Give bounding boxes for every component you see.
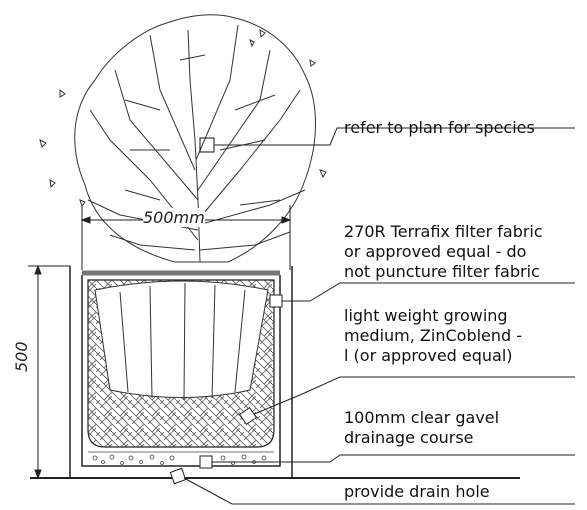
gravel-drainage xyxy=(88,451,274,465)
callout-filter-fabric: 270R Terrafix filter fabric or approved … xyxy=(344,222,543,282)
callout-leaders xyxy=(169,127,575,505)
callout-drain-hole: provide drain hole xyxy=(344,482,490,502)
tree-canopy xyxy=(39,14,327,263)
callout-line: light weight growing xyxy=(344,306,508,325)
callout-species: refer to plan for species xyxy=(344,118,535,138)
callout-line: 100mm clear gavel xyxy=(344,408,500,427)
callout-line: provide drain hole xyxy=(344,482,490,501)
callout-line: or approved equal - do xyxy=(344,242,527,261)
height-dimension-label: 500 xyxy=(12,341,31,372)
root-ball xyxy=(94,280,269,401)
callout-drainage: 100mm clear gavel drainage course xyxy=(344,408,499,448)
height-dimension xyxy=(28,264,70,480)
callout-growing-medium: light weight growing medium, ZinCoblend … xyxy=(344,306,522,366)
callout-line: 270R Terrafix filter fabric xyxy=(344,222,543,241)
callout-line: drainage course xyxy=(344,428,474,447)
callout-line: medium, ZinCoblend - xyxy=(344,326,523,345)
width-dimension-label: 500mm xyxy=(143,208,205,227)
callout-line: refer to plan for species xyxy=(344,118,535,137)
callout-line: not puncture filter fabric xyxy=(344,262,540,281)
callout-line: l (or approved equal) xyxy=(344,346,513,365)
